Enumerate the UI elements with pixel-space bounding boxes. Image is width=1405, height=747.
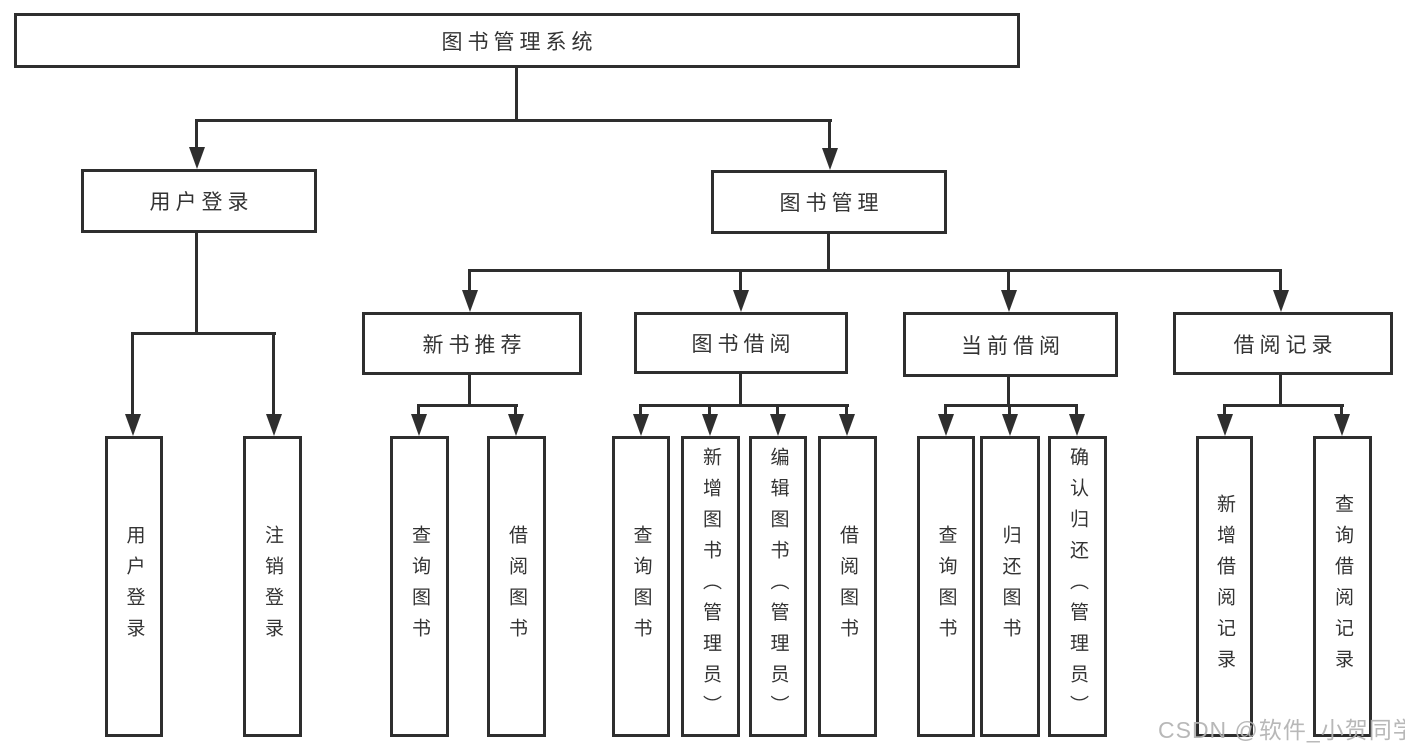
node-leaf-query-books-3: 查询图书 xyxy=(917,436,975,737)
arrowhead-query-books-1 xyxy=(411,414,427,436)
node-leaf-confirm-return-admin-label: 确认归还（管理员） xyxy=(1067,447,1088,726)
connector-level3-distributor xyxy=(468,269,1282,272)
connector-current-borrowing-distributor xyxy=(944,404,1078,407)
arrowhead-book-management xyxy=(822,148,838,170)
node-leaf-confirm-return-admin: 确认归还（管理员） xyxy=(1048,436,1107,737)
connector-user-login-distributor xyxy=(131,332,276,335)
connector-stem-login-leaf xyxy=(131,332,134,416)
node-leaf-edit-books-admin-label: 编辑图书（管理员） xyxy=(767,447,789,726)
arrowhead-return-books xyxy=(1002,414,1018,436)
connector-level2-distributor xyxy=(196,119,832,122)
connector-stem-add-books xyxy=(708,404,711,416)
connector-stem-query-books-3 xyxy=(944,404,947,416)
node-current-borrowing-label: 当前借阅 xyxy=(961,334,1065,358)
arrowhead-borrow-books-2 xyxy=(839,414,855,436)
connector-root-trunk xyxy=(515,66,518,122)
arrowhead-login-leaf xyxy=(125,414,141,436)
node-borrowing-records: 借阅记录 xyxy=(1173,312,1393,375)
node-leaf-query-books-2-label: 查询图书 xyxy=(630,524,652,649)
node-borrowing-records-label: 借阅记录 xyxy=(1233,333,1338,357)
node-current-borrowing: 当前借阅 xyxy=(903,312,1118,377)
arrowhead-current-borrowing xyxy=(1001,290,1017,312)
arrowhead-query-record xyxy=(1334,414,1350,436)
arrowhead-user-login xyxy=(189,147,205,169)
connector-stem-user-login xyxy=(195,119,198,149)
connector-stem-book-management xyxy=(828,119,831,150)
connector-stem-query-books-2 xyxy=(639,404,642,416)
connector-book-management-trunk xyxy=(827,232,830,272)
connector-borrowing-records-trunk xyxy=(1279,373,1282,406)
node-leaf-borrow-books-2-label: 借阅图书 xyxy=(837,524,858,649)
node-leaf-query-books-1: 查询图书 xyxy=(390,436,449,737)
connector-stem-confirm-return xyxy=(1075,404,1078,416)
arrowhead-borrowing-records xyxy=(1273,290,1289,312)
node-leaf-edit-books-admin: 编辑图书（管理员） xyxy=(749,436,807,737)
arrowhead-new-book xyxy=(462,290,478,312)
node-leaf-logout: 注销登录 xyxy=(243,436,302,737)
arrowhead-logout-leaf xyxy=(266,414,282,436)
node-leaf-query-books-3-label: 查询图书 xyxy=(935,524,957,649)
node-new-book-recommendation-label: 新书推荐 xyxy=(422,333,527,357)
connector-stem-return-books xyxy=(1008,404,1011,416)
connector-borrowing-records-distributor xyxy=(1223,404,1344,407)
connector-stem-query-record xyxy=(1340,404,1343,416)
node-leaf-query-borrow-record: 查询借阅记录 xyxy=(1313,436,1372,737)
arrowhead-book-borrowing xyxy=(733,290,749,312)
arrowhead-add-record xyxy=(1217,414,1233,436)
connector-user-login-trunk xyxy=(195,231,198,334)
node-leaf-query-books-2: 查询图书 xyxy=(612,436,670,737)
node-leaf-user-login: 用户登录 xyxy=(105,436,163,737)
node-book-management-label: 图书管理 xyxy=(779,192,884,215)
connector-stem-new-book xyxy=(468,269,471,293)
connector-current-borrowing-trunk xyxy=(1007,375,1010,406)
node-leaf-return-books-label: 归还图书 xyxy=(999,524,1021,649)
connector-stem-borrowing-records xyxy=(1279,269,1282,293)
node-user-login: 用户登录 xyxy=(81,169,317,233)
arrowhead-add-books xyxy=(702,414,718,436)
node-leaf-return-books: 归还图书 xyxy=(980,436,1040,737)
node-leaf-logout-label: 注销登录 xyxy=(262,524,283,649)
connector-stem-book-borrowing xyxy=(739,269,742,293)
connector-new-book-distributor xyxy=(417,404,518,407)
node-leaf-user-login-label: 用户登录 xyxy=(123,524,145,649)
arrowhead-edit-books xyxy=(770,414,786,436)
connector-stem-query-books-1 xyxy=(417,404,420,416)
arrowhead-borrow-books-1 xyxy=(508,414,524,436)
connector-new-book-trunk xyxy=(468,373,471,406)
connector-stem-edit-books xyxy=(776,404,779,416)
connector-stem-current-borrowing xyxy=(1007,269,1010,293)
connector-stem-borrow-books-2 xyxy=(845,404,848,416)
node-leaf-add-books-admin: 新增图书（管理员） xyxy=(681,436,740,737)
connector-stem-add-record xyxy=(1223,404,1226,416)
node-leaf-query-borrow-record-label: 查询借阅记录 xyxy=(1332,493,1353,680)
node-leaf-add-borrow-record: 新增借阅记录 xyxy=(1196,436,1253,737)
arrowhead-confirm-return xyxy=(1069,414,1085,436)
connector-book-borrowing-trunk xyxy=(739,372,742,406)
node-leaf-borrow-books-2: 借阅图书 xyxy=(818,436,877,737)
arrowhead-query-books-3 xyxy=(938,414,954,436)
connector-stem-borrow-books-1 xyxy=(514,404,517,416)
csdn-watermark: CSDN @软件_小贺同学 xyxy=(1158,717,1405,743)
node-book-management: 图书管理 xyxy=(711,170,947,234)
node-leaf-add-books-admin-label: 新增图书（管理员） xyxy=(700,447,721,726)
node-new-book-recommendation: 新书推荐 xyxy=(362,312,582,375)
node-user-login-label: 用户登录 xyxy=(149,191,254,214)
node-library-system: 图书管理系统 xyxy=(14,13,1020,68)
node-leaf-add-borrow-record-label: 新增借阅记录 xyxy=(1214,493,1235,680)
connector-book-borrowing-distributor xyxy=(639,404,849,407)
node-leaf-borrow-books-1-label: 借阅图书 xyxy=(506,524,527,649)
connector-stem-logout-leaf xyxy=(272,332,275,416)
node-library-system-label: 图书管理系统 xyxy=(441,30,598,54)
arrowhead-query-books-2 xyxy=(633,414,649,436)
node-book-borrowing-label: 图书借阅 xyxy=(691,333,796,356)
node-leaf-query-books-1-label: 查询图书 xyxy=(409,524,430,649)
node-book-borrowing: 图书借阅 xyxy=(634,312,848,374)
node-leaf-borrow-books-1: 借阅图书 xyxy=(487,436,546,737)
